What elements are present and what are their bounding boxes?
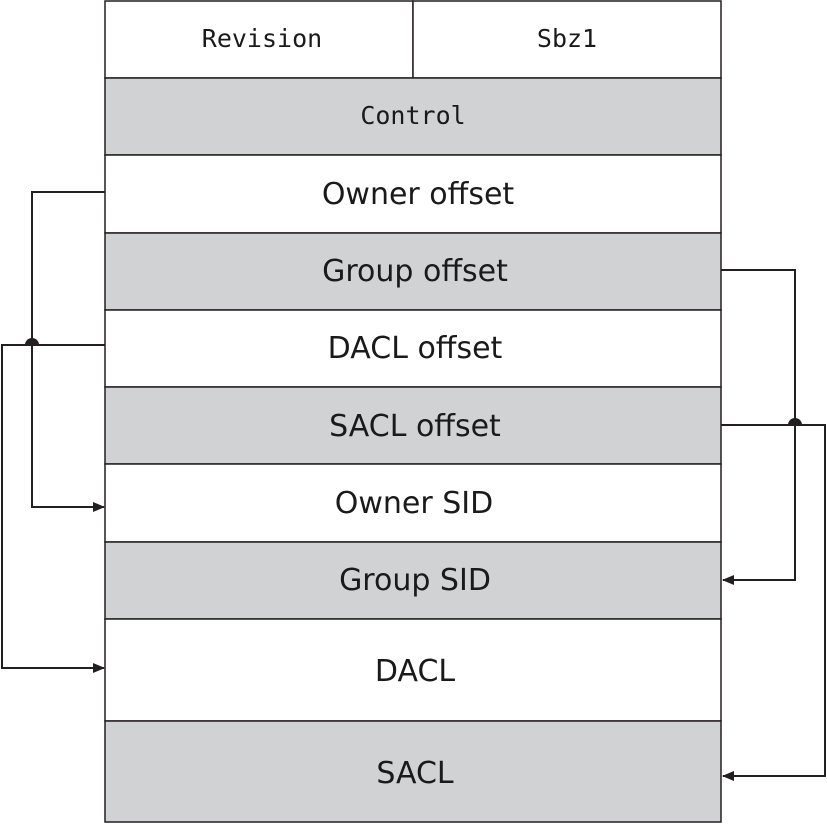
dacl-offset-to-dacl-arrow [1,344,105,673]
sacl-offset-to-sacl-arrow [721,424,826,781]
owner-sid-cell [104,463,722,543]
revision-cell [104,0,414,79]
right-crossing-hop [788,418,802,425]
dacl-cell [104,618,722,722]
sacl-cell [104,720,722,823]
dacl-offset-label: DACL offset [328,331,503,366]
owner-offset-cell [104,154,722,234]
revision-label: Revision [202,24,322,53]
dacl-label: DACL [375,654,456,689]
group-offset-cell [104,232,722,311]
group-sid-label: Group SID [339,563,491,598]
control-label: Control [360,101,465,130]
owner-offset-label: Owner offset [322,177,515,212]
sbz1-label: Sbz1 [537,24,597,53]
control-cell [104,77,722,156]
left-crossing-hop [25,338,39,345]
sacl-offset-label: SACL offset [329,409,501,444]
dacl-offset-cell [104,309,722,388]
owner-sid-label: Owner SID [335,486,493,521]
group-offset-label: Group offset [322,254,508,289]
owner-offset-to-owner-sid-arrow [31,191,105,512]
sbz1-cell [412,0,722,79]
sacl-label: SACL [376,756,454,791]
